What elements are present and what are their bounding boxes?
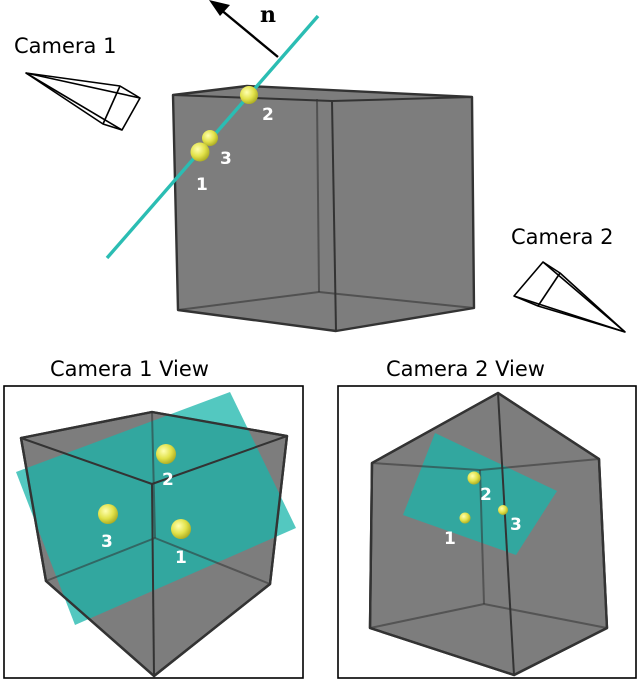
cam1-particle-1 <box>171 519 191 539</box>
cam1-particle-label-3: 3 <box>101 532 113 552</box>
camera1-view-panel: 2 3 1 <box>3 385 304 679</box>
cam2-particle-label-2: 2 <box>480 485 492 505</box>
camera2-label: Camera 2 <box>511 225 613 249</box>
normal-vector <box>209 0 279 58</box>
cam2-particle-3 <box>498 505 508 515</box>
particle-3 <box>202 130 218 146</box>
particle-label-1: 1 <box>196 175 208 195</box>
cam1-particle-label-2: 2 <box>162 470 174 490</box>
camera2-view-title: Camera 2 View <box>386 357 545 381</box>
particle-1 <box>190 142 210 162</box>
camera1-icon <box>25 72 141 131</box>
camera1-view-title: Camera 1 View <box>50 357 209 381</box>
particle-2 <box>240 86 258 104</box>
plane-camera1 <box>16 392 296 625</box>
camera2-view-panel: 2 1 3 <box>337 385 637 679</box>
particle-label-2: 2 <box>262 105 274 125</box>
camera1-label: Camera 1 <box>14 34 116 58</box>
cam2-particle-2 <box>467 471 481 485</box>
particle-label-3: 3 <box>220 149 232 169</box>
camera2-icon <box>513 261 626 333</box>
cube <box>171 84 476 333</box>
cam2-particle-label-3: 3 <box>510 515 522 535</box>
cam1-particle-2 <box>156 444 176 464</box>
cam2-particle-label-1: 1 <box>444 529 456 549</box>
cam2-particle-1 <box>459 512 471 524</box>
cam1-particle-3 <box>98 504 118 524</box>
normal-label: n <box>260 2 276 28</box>
cam1-particle-label-1: 1 <box>175 548 187 568</box>
scene-3d: n 2 3 1 Camera 1 Camera 2 <box>14 0 626 333</box>
